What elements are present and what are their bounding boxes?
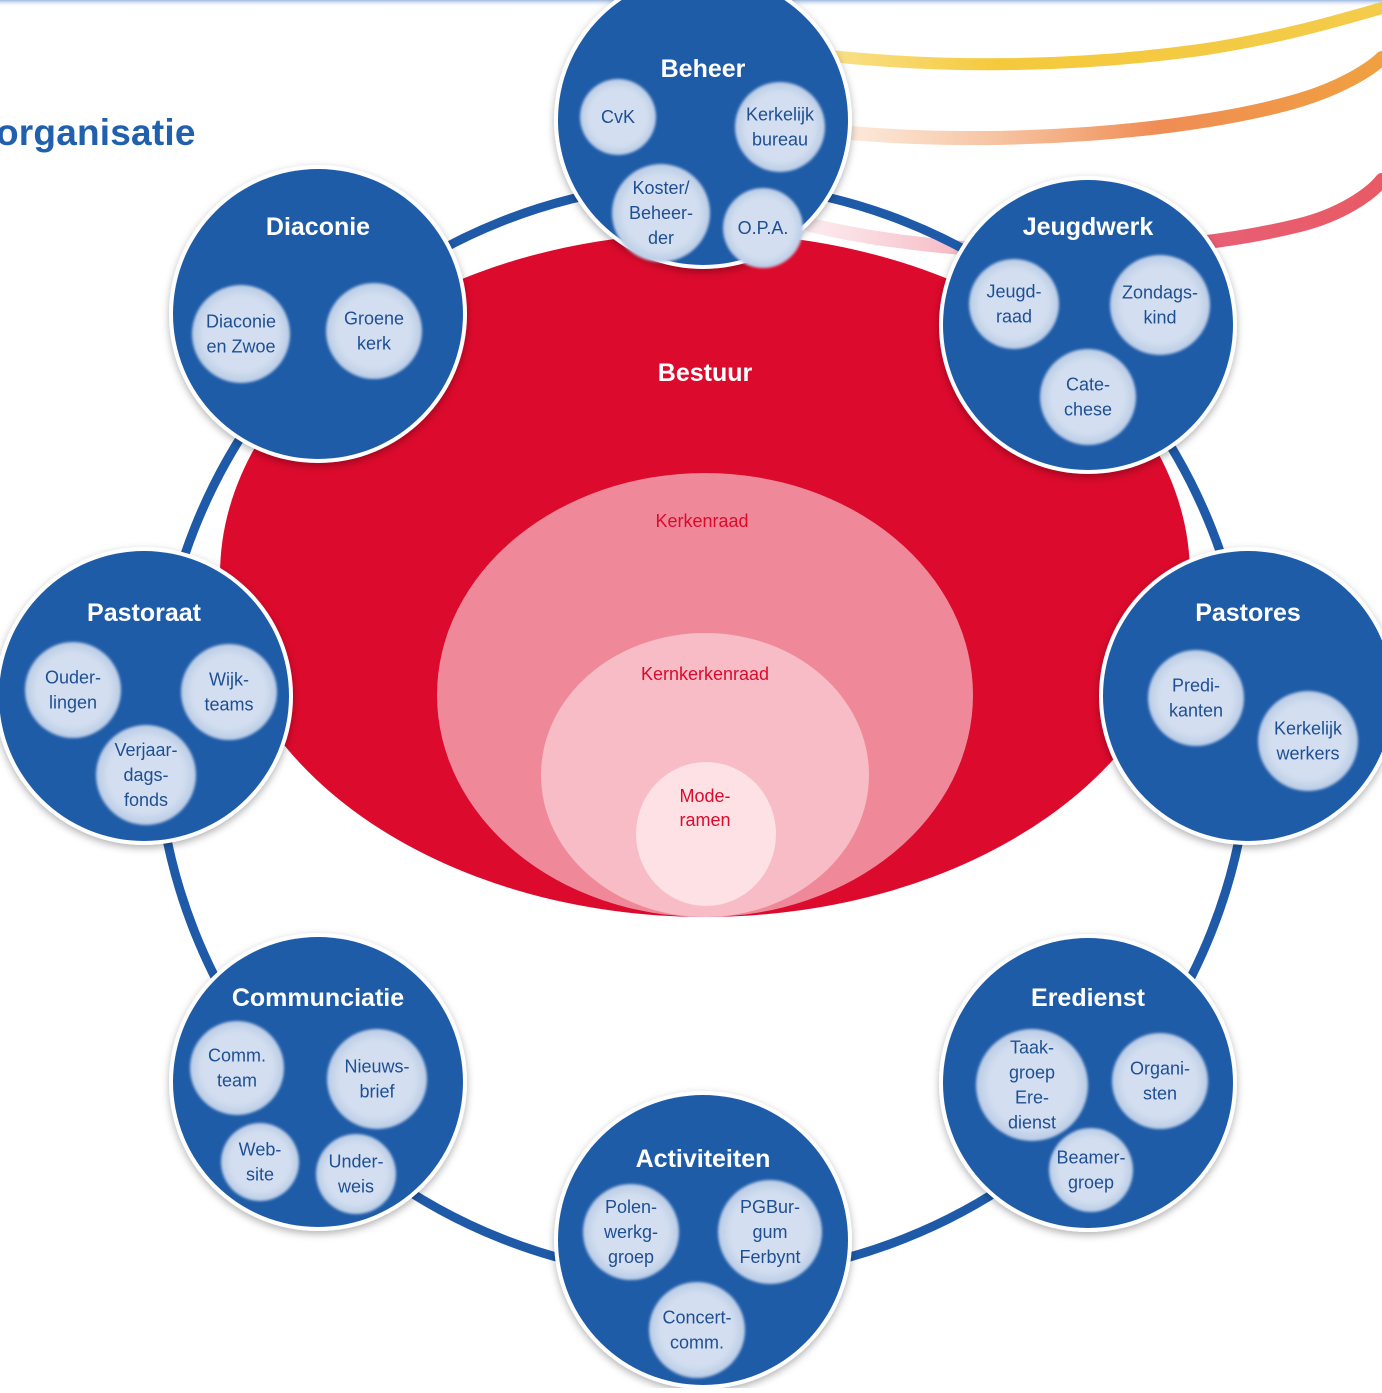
sub-label: Nieuws-brief xyxy=(344,1057,409,1102)
kernkerkenraad-label: Kernkerkenraad xyxy=(641,664,769,684)
sub-circle xyxy=(976,1029,1088,1141)
group-title: Activiteiten xyxy=(636,1145,771,1173)
sub-circle xyxy=(723,188,803,268)
sub-circle xyxy=(1040,349,1136,445)
bestuur-title: Bestuur xyxy=(658,359,753,387)
sub-label: CvK xyxy=(601,107,635,127)
group-title: Communciatie xyxy=(232,984,404,1012)
sub-circle xyxy=(580,79,656,155)
sub-label: Cate-chese xyxy=(1064,375,1112,420)
sub-label: Ouder-lingen xyxy=(45,668,101,713)
kerkenraad-label: Kerkenraad xyxy=(655,511,748,531)
sub-circle xyxy=(969,259,1059,349)
sub-label: Under-weis xyxy=(328,1152,383,1197)
sub-circle xyxy=(1110,255,1210,355)
group-title: Beheer xyxy=(661,55,746,83)
sub-circle xyxy=(327,1029,427,1129)
group-circle xyxy=(943,180,1233,470)
swoosh-orange xyxy=(813,51,1382,146)
sub-label: Polen-werkg-groep xyxy=(603,1197,658,1267)
moderamen-label: Mode-ramen xyxy=(679,786,730,830)
sub-label: Predi-kanten xyxy=(1169,676,1223,721)
group-title: Pastores xyxy=(1195,599,1301,627)
sub-circle xyxy=(190,1021,284,1115)
group-title: Eredienst xyxy=(1031,984,1146,1012)
sub-circle xyxy=(612,164,710,262)
group-circle xyxy=(943,938,1233,1228)
sub-circle xyxy=(326,283,422,379)
sub-label: Zondags-kind xyxy=(1122,283,1198,328)
group-circle xyxy=(558,1095,848,1385)
sub-circle xyxy=(96,725,196,825)
sub-label: Organi-sten xyxy=(1130,1059,1190,1104)
sub-circle xyxy=(649,1282,745,1378)
group-circle xyxy=(0,551,289,841)
sub-label: Wijk-teams xyxy=(204,670,253,715)
sub-circle xyxy=(1258,691,1358,791)
sub-label: Beamer-groep xyxy=(1056,1148,1125,1193)
sub-label: O.P.A. xyxy=(738,218,789,238)
sub-circle xyxy=(1148,650,1244,746)
sub-circle xyxy=(181,644,277,740)
sub-circle xyxy=(718,1180,822,1284)
group-title: Diaconie xyxy=(266,213,370,241)
sub-circle xyxy=(735,82,825,172)
sub-label: Comm.team xyxy=(208,1046,266,1091)
sub-label: Koster/Beheer-der xyxy=(629,178,693,248)
sub-circle xyxy=(221,1123,299,1201)
sub-circle xyxy=(583,1184,679,1280)
sub-label: Web-site xyxy=(239,1140,282,1185)
sub-circle xyxy=(1112,1033,1208,1129)
sub-circle xyxy=(192,285,290,383)
page-title: organisatie xyxy=(0,112,196,153)
sub-label: Jeugd-raad xyxy=(986,282,1041,327)
sub-label: Verjaar-dags-fonds xyxy=(114,740,177,810)
group-title: Pastoraat xyxy=(87,599,202,627)
bestuur-block: Bestuur Kerkenraad Kernkerkenraad Mode-r… xyxy=(220,233,1190,917)
sub-circle xyxy=(1049,1128,1133,1212)
sub-label: Concert-comm. xyxy=(662,1308,731,1353)
group-circle xyxy=(173,169,463,459)
group-title: Jeugdwerk xyxy=(1023,213,1154,241)
moderamen-ellipse xyxy=(636,762,776,906)
sub-circle xyxy=(25,642,121,738)
sub-circle xyxy=(316,1134,396,1214)
